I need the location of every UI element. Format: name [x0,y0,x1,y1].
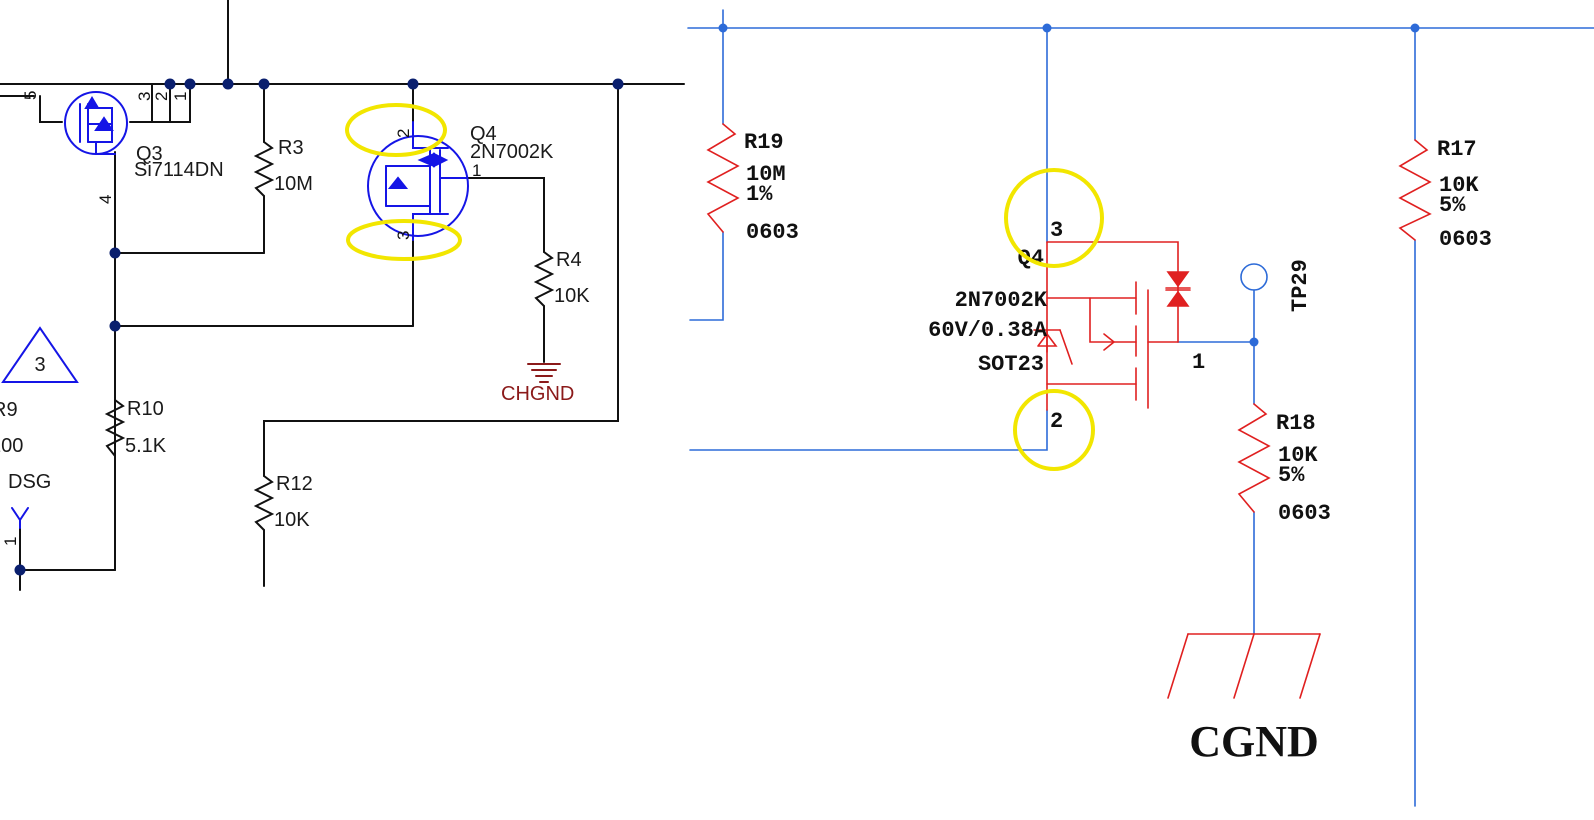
cgnd-label: CGND [1189,717,1319,766]
r10-value-label: 5.1K [125,435,167,457]
r12-symbol [253,475,275,531]
q4-right-value-label: 2N7002K [955,288,1048,313]
dsg-pin-label: 1 [1,537,20,546]
right-labels: R19 10M 1% 0603 R17 10K 5% 0603 3 2 1 Q4… [744,130,1492,766]
tp29-label: TP29 [1288,259,1313,312]
left-labels: 5 3 2 1 4 Q3 Si7114DN R3 10M 2 3 1 Q4 2N… [0,91,590,546]
r4-symbol [533,251,555,307]
r12-ref-label: R12 [276,473,313,495]
r19-symbol [706,123,740,233]
r17-package-label: 0603 [1439,227,1492,252]
r18-value-label: 10K [1278,443,1318,468]
q4-left-pin-3: 3 [394,231,413,240]
chgnd-label: CHGND [501,383,574,405]
r18-symbol [1237,403,1271,513]
right-resistors [706,123,1432,513]
r9-value-label: 100 [0,435,23,457]
off-page-flag-symbol [1,326,79,383]
r10-ref-label: R10 [127,398,164,420]
q4-right-pin-2: 2 [1050,409,1063,434]
q4-left-pin-1: 1 [472,161,481,180]
r3-value-label: 10M [274,173,313,195]
left-highlights [345,103,462,261]
q4-right-pin-3: 3 [1050,218,1063,243]
q3-pin-4: 4 [96,195,115,204]
r9-ref-label: R9 [0,399,18,421]
left-resistors [104,141,555,531]
dsg-label: DSG [8,471,51,493]
chgnd-ground-symbol [527,363,561,383]
r12-value-label: 10K [274,509,310,531]
q3-pin-1: 1 [171,92,190,101]
r18-ref-label: R18 [1276,411,1316,436]
q4-right-mosfet-symbol [1033,241,1191,411]
q3-pin-2: 2 [152,92,171,101]
r10-symbol [104,399,126,457]
q4-left-pin-2: 2 [394,129,413,138]
r4-ref-label: R4 [556,249,582,271]
r19-package-label: 0603 [746,220,799,245]
dsg-connector-symbol [11,507,29,522]
r3-symbol [253,141,275,197]
q4-left-value-label: 2N7002K [470,141,554,163]
r3-ref-label: R3 [278,137,304,159]
r19-tolerance-label: 1% [746,182,773,207]
q4-right-pin-1: 1 [1192,350,1205,375]
q4-left-mosfet-symbol [367,121,469,241]
r4-value-label: 10K [554,285,590,307]
right-schematic [687,9,1594,807]
r17-value-label: 10K [1439,173,1479,198]
r17-ref-label: R17 [1437,137,1477,162]
flag-number-label: 3 [34,354,45,376]
left-junctions [14,78,624,576]
cgnd-chassis-ground-symbol [1167,633,1321,699]
r17-symbol [1398,139,1432,241]
q4-right-source-highlight [1013,389,1095,471]
r19-value-label: 10M [746,162,786,187]
q4-right-drain-highlight [1004,168,1104,268]
q4-right-rating-label: 60V/0.38A [928,318,1048,343]
r17-tolerance-label: 5% [1439,193,1466,218]
q3-mosfet-symbol [64,91,128,155]
tp29-testpoint-symbol [1240,263,1268,291]
q4-right-package-label: SOT23 [978,352,1044,377]
q3-pin-3: 3 [135,92,154,101]
q3-pin-5: 5 [21,91,40,100]
q3-ref-label: Q3 [136,143,163,165]
q4-left-ref-label: Q4 [470,123,497,145]
left-wires [0,0,685,591]
right-wires [687,9,1594,807]
right-highlights [1004,168,1104,471]
left-schematic [0,0,685,591]
r18-package-label: 0603 [1278,501,1331,526]
q3-value-label: Si7114DN [134,159,224,181]
q4-left-source-highlight [346,219,462,261]
r18-tolerance-label: 5% [1278,463,1305,488]
r19-ref-label: R19 [744,130,784,155]
right-junctions [718,23,1420,347]
q4-left-drain-highlight [345,103,447,157]
